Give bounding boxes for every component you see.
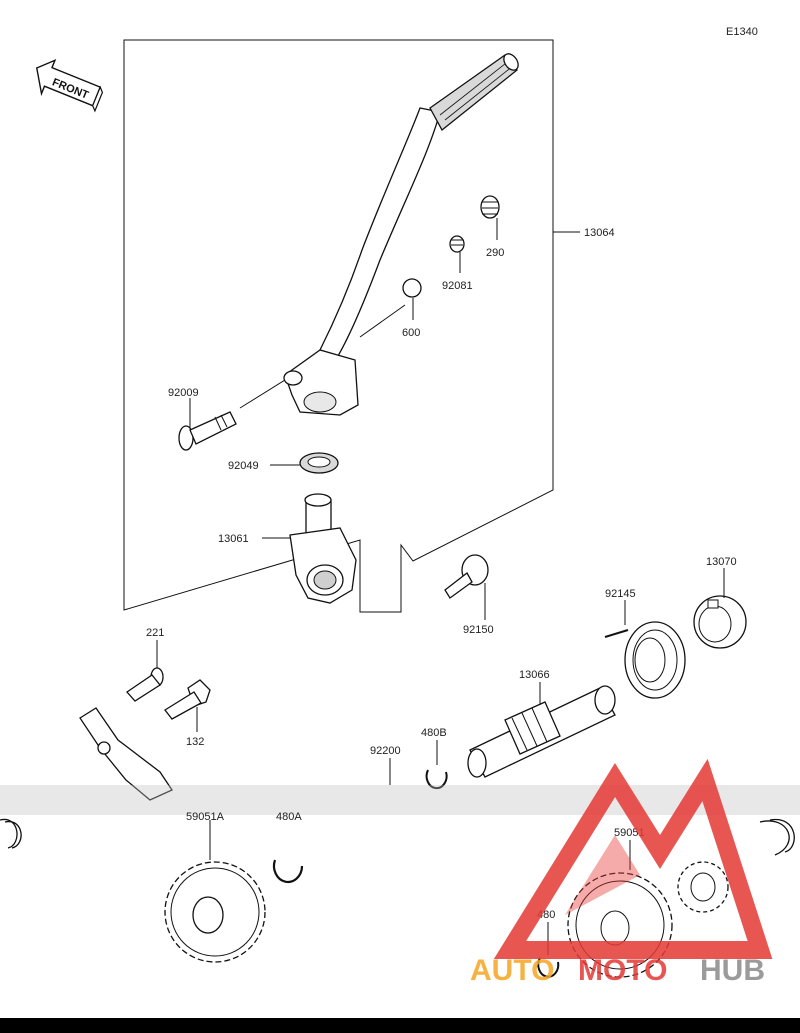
label-13061: 13061 [218, 533, 249, 545]
front-arrow-icon: FRONT [35, 58, 104, 113]
rubber-part [480, 195, 500, 219]
label-92049: 92049 [228, 460, 259, 472]
spring-guide-part [693, 595, 747, 649]
label-13070: 13070 [706, 556, 737, 568]
circlip-480-part [537, 957, 560, 978]
label-290: 290 [486, 247, 504, 259]
watermark-hub: HUB [700, 954, 765, 987]
label-600: 600 [402, 327, 420, 339]
bolt-132-part [164, 679, 211, 720]
coil-spring-part [604, 621, 686, 699]
label-92009: 92009 [168, 387, 199, 399]
leader-lines [156, 218, 725, 955]
watermark-logo: AUTO MOTO HUB [470, 758, 773, 987]
pedal-bolt-part [178, 411, 237, 451]
kick-lever-part [289, 493, 357, 604]
ball-part [402, 278, 422, 298]
watermark-moto: MOTO [578, 954, 667, 987]
label-59051a: 59051A [186, 811, 225, 823]
seal-ring-part [299, 452, 339, 474]
diagram-code: E1340 [726, 26, 758, 38]
bracket-part [79, 707, 173, 801]
assembly-frame [123, 39, 554, 613]
label-221: 221 [146, 627, 164, 639]
label-480b: 480B [421, 727, 447, 739]
edge-spring-left [0, 818, 22, 849]
label-13064: 13064 [584, 227, 615, 239]
label-92150: 92150 [463, 624, 494, 636]
label-92081: 92081 [442, 280, 473, 292]
label-92200: 92200 [370, 745, 401, 757]
label-92145: 92145 [605, 588, 636, 600]
label-13066: 13066 [519, 669, 550, 681]
watermark-auto: AUTO [470, 954, 554, 987]
small-spring-part [449, 235, 465, 253]
label-480a: 480A [276, 811, 302, 823]
circlip-480a-part [272, 859, 304, 883]
label-132: 132 [186, 736, 204, 748]
edge-spring-right [759, 818, 795, 856]
bottom-bar [0, 1018, 800, 1033]
shaft-bolt-part [444, 554, 489, 599]
kick-shaft-part [467, 685, 616, 778]
kick-pedal-arm [283, 53, 519, 416]
scan-noise-band [0, 785, 800, 815]
idle-gear-part [164, 861, 266, 963]
bolt-221-part [126, 667, 164, 702]
circlip-480b-part [425, 769, 448, 790]
